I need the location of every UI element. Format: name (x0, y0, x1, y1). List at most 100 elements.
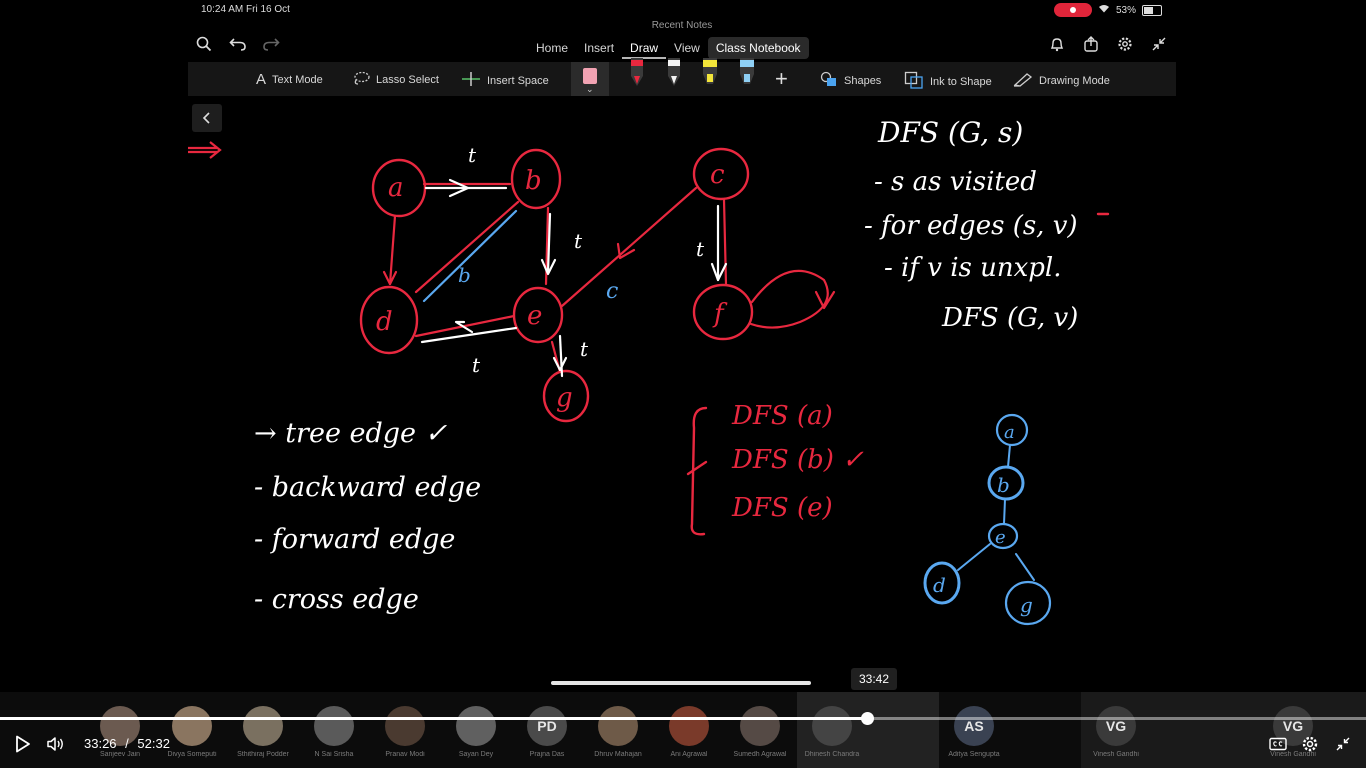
svg-text:DFS (e): DFS (e) (731, 493, 833, 523)
shapes-tool[interactable]: Shapes (820, 71, 881, 90)
undo-icon[interactable] (227, 33, 249, 55)
text-mode-tool[interactable]: A Text Mode (256, 71, 323, 88)
recording-indicator (1053, 3, 1092, 17)
collapse-icon[interactable] (1148, 33, 1170, 55)
page-scrollbar[interactable] (551, 681, 811, 685)
chevron-down-icon: ⌄ (586, 84, 594, 94)
insert-space-label: Insert Space (487, 74, 549, 87)
text-mode-label: Text Mode (272, 73, 323, 86)
participant-tile[interactable]: Sanjeev Jain (85, 706, 155, 758)
node-d-circle (359, 285, 419, 355)
drawing-mode-tool[interactable]: Drawing Mode (1013, 71, 1110, 90)
participant-tile[interactable]: Dhruv Mahajan (583, 706, 653, 758)
avatar (812, 706, 852, 746)
ipad-screen: 10:24 AM Fri 16 Oct 53% Recent Notes Hom… (188, 0, 1176, 692)
notes-canvas[interactable]: t t t t t b c a b c d e f g DFS (G, s) -… (188, 96, 1176, 692)
play-button[interactable] (10, 728, 36, 760)
volume-button[interactable] (42, 728, 70, 760)
tab-draw[interactable]: Draw (622, 37, 667, 59)
insert-space-tool[interactable]: Insert Space (461, 71, 549, 90)
tab-insert[interactable]: Insert (584, 41, 615, 55)
node-b-circle (510, 148, 562, 210)
participant-tile[interactable]: Sayan Dey (441, 706, 511, 758)
add-pen-icon[interactable]: + (775, 66, 788, 91)
participant-tile[interactable]: Pranav Modi (370, 706, 440, 758)
participant-name: Dhruv Mahajan (594, 751, 642, 758)
avatar: PD (527, 706, 567, 746)
participant-tile[interactable]: Ani Agrawal (654, 706, 724, 758)
svg-text:t: t (472, 353, 481, 377)
svg-text:- s as visited: - s as visited (874, 167, 1037, 197)
back-button[interactable] (192, 104, 222, 132)
participant-tile[interactable]: Sthithiraj Podder (228, 706, 298, 758)
search-icon[interactable] (193, 33, 215, 55)
settings-button[interactable] (1298, 728, 1322, 760)
gear-icon[interactable] (1114, 33, 1136, 55)
avatar (100, 706, 140, 746)
participant-name: Pranav Modi (385, 751, 425, 758)
participant-name: Sumedh Agrawal (733, 751, 787, 758)
pen-red-icon[interactable] (627, 58, 647, 88)
insert-space-icon (461, 71, 481, 90)
avatar (669, 706, 709, 746)
svg-text:- if v is unxpl.: - if v is unxpl. (884, 253, 1062, 283)
lasso-select-label: Lasso Select (376, 73, 439, 86)
menu-bar: Home Insert Draw View Class Notebook (188, 33, 1176, 61)
captions-button[interactable] (1266, 728, 1290, 760)
svg-text:DFS (G, s): DFS (G, s) (877, 116, 1023, 149)
tab-home[interactable]: Home (536, 41, 569, 55)
svg-text:d: d (933, 573, 946, 597)
battery-icon (1142, 4, 1162, 16)
participant-tile[interactable]: Sumedh Agrawal (725, 706, 795, 758)
participant-tile[interactable]: Dhinesh Chandra (797, 706, 867, 758)
participant-tile[interactable]: N Sai Srisha (299, 706, 369, 758)
avatar (598, 706, 638, 746)
time-separator: / (125, 736, 129, 751)
svg-text:b: b (997, 473, 1010, 497)
text-a-icon: A (256, 71, 267, 88)
progress-scrubber[interactable] (861, 712, 874, 725)
lasso-select-tool[interactable]: Lasso Select (352, 71, 439, 88)
volume-icon (47, 737, 63, 751)
participant-name: Sthithiraj Podder (237, 751, 289, 758)
play-icon (16, 735, 30, 753)
svg-text:- forward edge: - forward edge (254, 524, 455, 555)
current-time: 33:26 (84, 736, 117, 751)
svg-text:b: b (525, 166, 542, 196)
bell-icon[interactable] (1046, 33, 1068, 55)
participant-name: Divya Someputi (167, 751, 217, 758)
draw-toolbar: A Text Mode Lasso Select Insert Space ⌄ … (188, 62, 1176, 96)
svg-text:b: b (458, 263, 471, 287)
eraser-icon (583, 68, 597, 84)
highlighter-yellow-icon[interactable] (700, 58, 720, 88)
participant-tile[interactable]: Divya Someputi (157, 706, 227, 758)
lasso-icon (352, 71, 370, 88)
participant-name: Ani Agrawal (670, 751, 708, 758)
shapes-label: Shapes (844, 74, 882, 87)
eraser-tool[interactable]: ⌄ (571, 62, 609, 96)
tab-view[interactable]: View (674, 41, 700, 55)
ink-to-shape-icon (904, 71, 924, 92)
redo-icon[interactable] (260, 33, 282, 55)
svg-text:t: t (696, 237, 705, 261)
svg-text:c: c (710, 160, 725, 190)
share-icon[interactable] (1080, 33, 1102, 55)
avatar (243, 706, 283, 746)
pen-white-icon[interactable] (664, 58, 684, 88)
shapes-icon (820, 71, 838, 90)
node-f-circle (692, 283, 754, 341)
tab-class-notebook[interactable]: Class Notebook (707, 37, 809, 59)
highlighter-blue-icon[interactable] (737, 58, 757, 88)
svg-text:f: f (712, 299, 728, 329)
ink-to-shape-tool[interactable]: Ink to Shape (904, 71, 992, 92)
time-display: 33:26 / 52:32 (84, 736, 170, 751)
drawing-mode-label: Drawing Mode (1039, 74, 1110, 87)
exit-fullscreen-button[interactable] (1331, 728, 1355, 760)
participant-name: Vinesh Gandhi (1270, 751, 1316, 758)
player-controls: 33:26 / 52:32 (0, 728, 1366, 760)
